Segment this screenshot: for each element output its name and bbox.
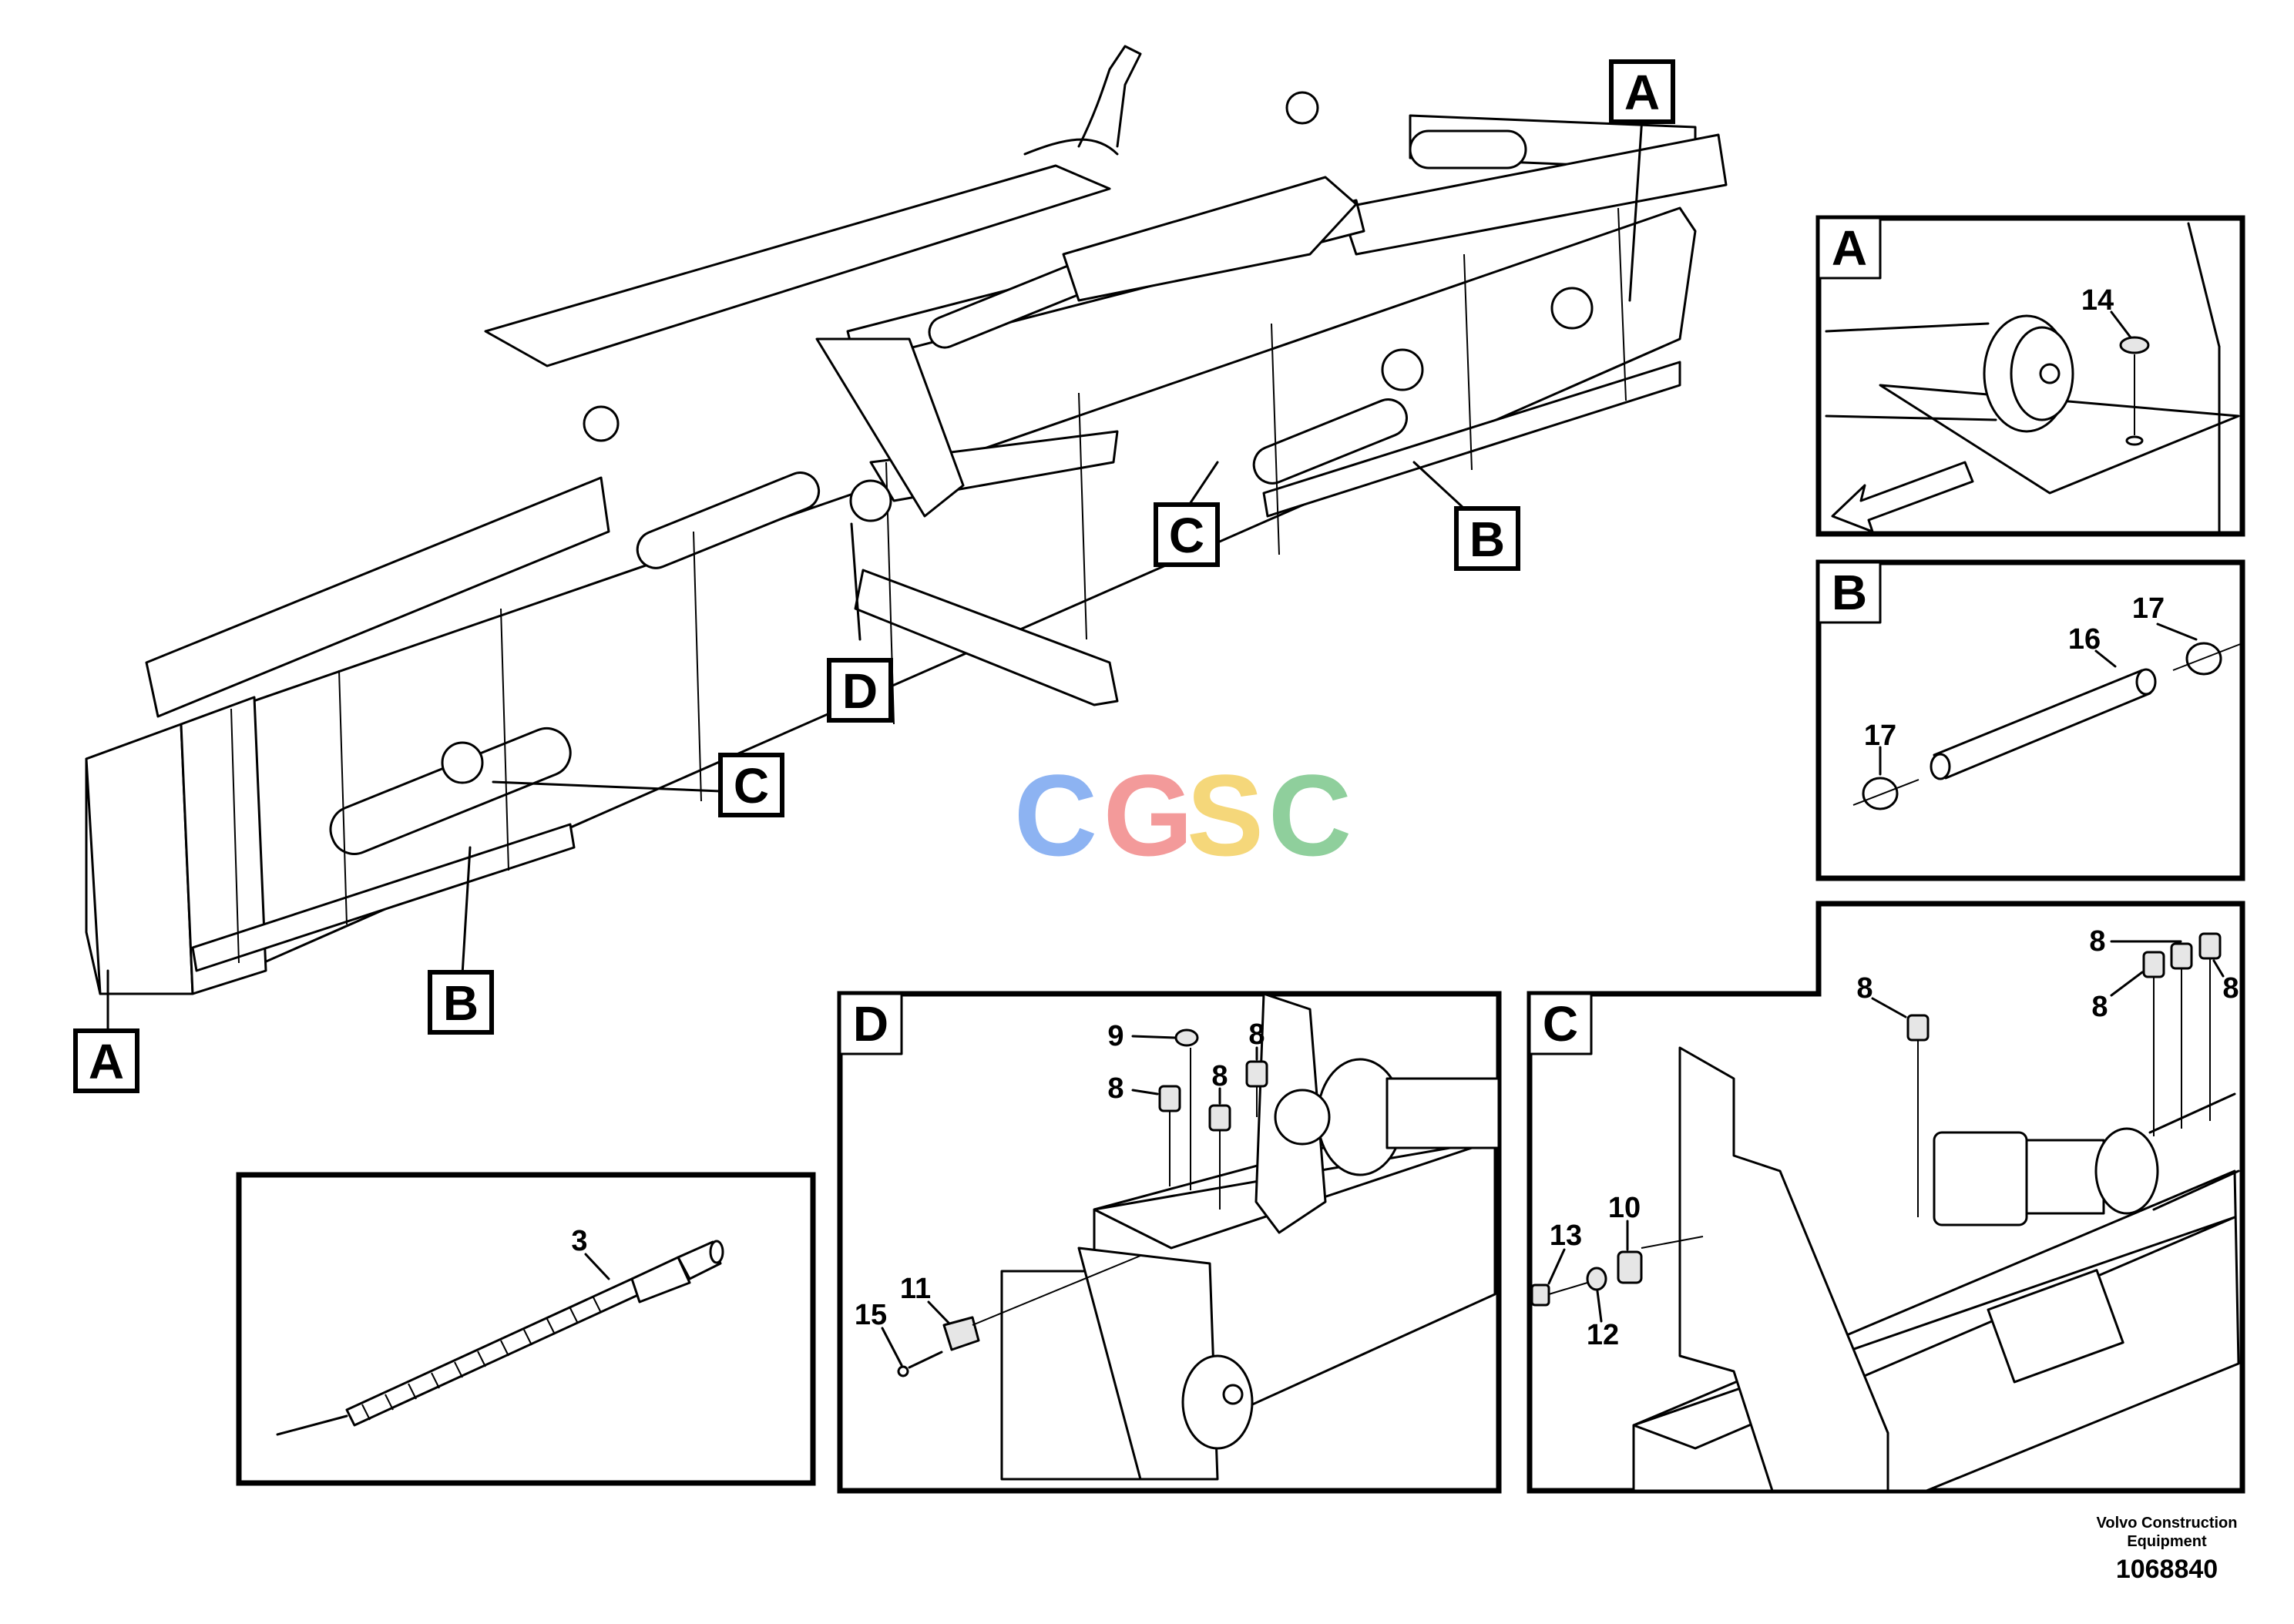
detail-c-part-8-c: 8 bbox=[2222, 972, 2239, 1005]
callout-leaders bbox=[106, 116, 1644, 1034]
detail-a-panel: A 14 bbox=[1815, 215, 2245, 537]
direction-arrow-icon bbox=[1831, 461, 1974, 533]
detail-a-label: A bbox=[1832, 220, 1867, 276]
detail-d-part-8-top: 8 bbox=[1248, 1018, 1265, 1051]
footer-company-line1: Volvo Construction bbox=[2097, 1515, 2238, 1532]
detail-c-part-12: 12 bbox=[1587, 1319, 1619, 1351]
callout-a-left: A bbox=[73, 1028, 139, 1093]
callout-b-left: B bbox=[428, 970, 494, 1035]
detail-d-part-8-mid: 8 bbox=[1211, 1060, 1228, 1092]
callout-d: D bbox=[827, 658, 893, 723]
callout-b-right-label: B bbox=[1469, 512, 1505, 567]
detail-3-part-3: 3 bbox=[571, 1225, 587, 1257]
watermark-letter-1: C bbox=[1014, 750, 1097, 880]
callout-b-left-label: B bbox=[443, 975, 479, 1031]
callout-c-mid-label: C bbox=[1169, 508, 1204, 563]
detail-b-panel: B 16 17 17 bbox=[1815, 559, 2245, 881]
detail-part-3-panel: 3 bbox=[236, 1172, 816, 1486]
detail-d-part-9: 9 bbox=[1107, 1020, 1123, 1052]
watermark-letter-2: G bbox=[1103, 750, 1194, 880]
detail-d-part-11: 11 bbox=[900, 1273, 931, 1305]
callout-c-mid: C bbox=[1154, 502, 1220, 567]
callout-a-top-label: A bbox=[1624, 65, 1660, 120]
detail-d-label: D bbox=[853, 996, 888, 1052]
detail-d-part-8-left: 8 bbox=[1107, 1072, 1123, 1105]
detail-d-panel: D 9 8 8 8 11 15 bbox=[837, 991, 1502, 1494]
footer-drawing-number: 1068840 bbox=[2116, 1555, 2218, 1584]
watermark-letter-3: S bbox=[1187, 750, 1264, 880]
detail-b-label: B bbox=[1832, 565, 1867, 620]
detail-c-part-10: 10 bbox=[1608, 1192, 1641, 1224]
detail-b-part-17-right: 17 bbox=[2132, 592, 2165, 625]
footer-company-line2: Equipment bbox=[2127, 1533, 2207, 1550]
callout-b-right: B bbox=[1454, 506, 1520, 571]
callout-c-left: C bbox=[718, 753, 784, 817]
detail-c-part-13: 13 bbox=[1550, 1220, 1582, 1252]
detail-c-label: C bbox=[1543, 996, 1578, 1052]
detail-d-part-15: 15 bbox=[855, 1299, 887, 1331]
watermark-logo: C G S C bbox=[1014, 750, 1352, 880]
detail-a-label-box bbox=[1817, 216, 1882, 280]
main-assembly-drawing bbox=[85, 45, 1728, 995]
detail-c-part-8-a: 8 bbox=[2089, 925, 2105, 958]
detail-c-part-8-top: 8 bbox=[1856, 972, 1872, 1005]
detail-b-part-16: 16 bbox=[2068, 623, 2101, 656]
callout-a-left-label: A bbox=[89, 1034, 124, 1089]
watermark-letter-4: C bbox=[1268, 750, 1352, 880]
detail-c-panel: C 8 8 8 8 10 13 bbox=[1527, 901, 2245, 1494]
callout-c-left-label: C bbox=[734, 758, 769, 814]
detail-c-part-8-b: 8 bbox=[2091, 991, 2108, 1023]
detail-a-part-14: 14 bbox=[2081, 284, 2114, 317]
callout-a-top: A bbox=[1609, 59, 1675, 124]
footer-block: Volvo Construction Equipment 1068840 bbox=[2097, 1515, 2238, 1584]
callout-d-label: D bbox=[842, 663, 878, 719]
detail-b-part-17-left: 17 bbox=[1864, 720, 1896, 752]
